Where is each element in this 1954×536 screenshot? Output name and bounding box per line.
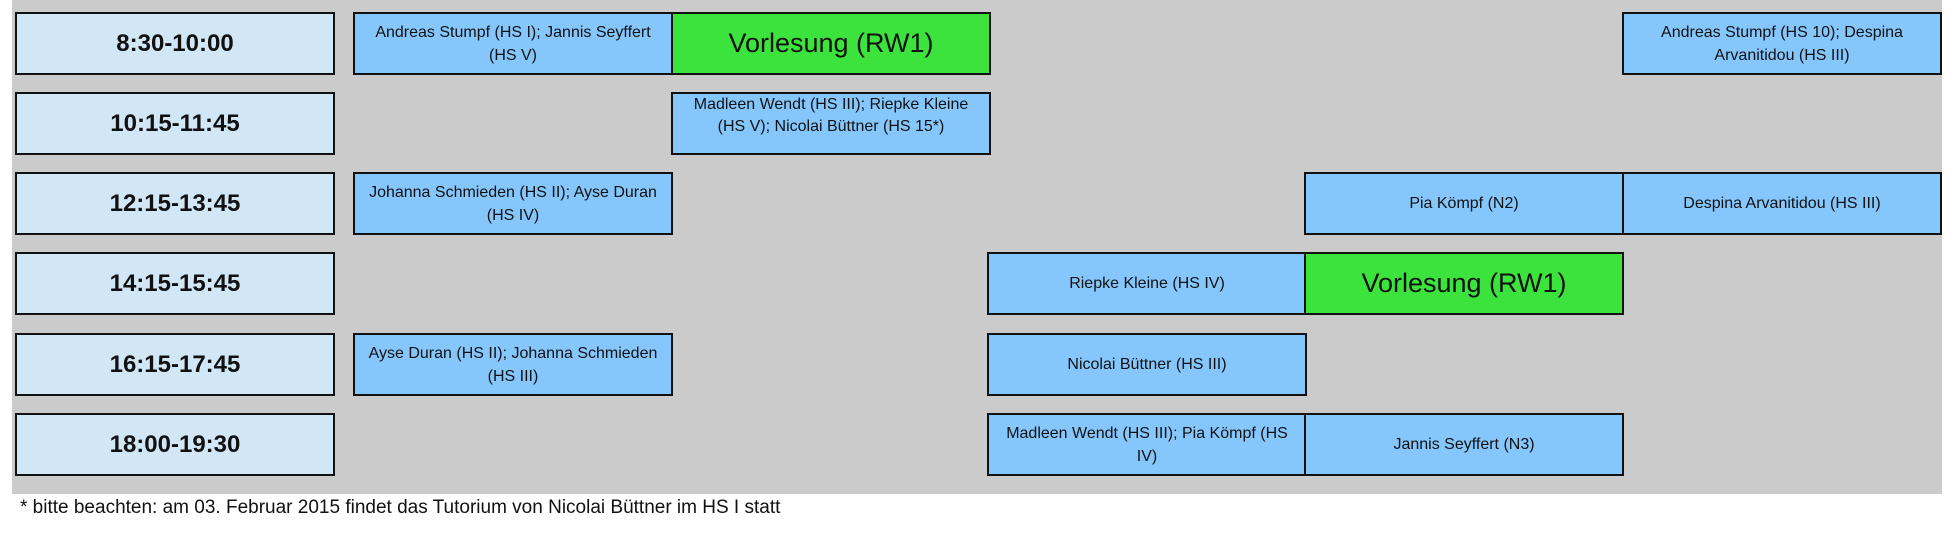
tutorial-cell: Madleen Wendt (HS III); Pia Kömpf (HS IV… [987, 413, 1307, 476]
tutorial-cell: Riepke Kleine (HS IV) [987, 252, 1307, 315]
tutorial-cell: Johanna Schmieden (HS II); Ayse Duran (H… [353, 172, 673, 235]
footnote: * bitte beachten: am 03. Februar 2015 fi… [20, 497, 781, 518]
tutorial-cell: Madleen Wendt (HS III); Riepke Kleine (H… [671, 92, 991, 155]
lecture-cell: Vorlesung (RW1) [671, 12, 991, 75]
time-slot-3: 12:15-13:45 [15, 172, 335, 235]
tutorial-cell: Despina Arvanitidou (HS III) [1622, 172, 1942, 235]
tutorial-cell: Andreas Stumpf (HS 10); Despina Arvaniti… [1622, 12, 1942, 75]
time-slot-1: 8:30-10:00 [15, 12, 335, 75]
tutorial-cell: Pia Kömpf (N2) [1304, 172, 1624, 235]
lecture-cell: Vorlesung (RW1) [1304, 252, 1624, 315]
tutorial-cell: Nicolai Büttner (HS III) [987, 333, 1307, 396]
tutorial-cell: Jannis Seyffert (N3) [1304, 413, 1624, 476]
time-slot-6: 18:00-19:30 [15, 413, 335, 476]
tutorial-cell: Ayse Duran (HS II); Johanna Schmieden (H… [353, 333, 673, 396]
timetable-grid: 8:30-10:00 10:15-11:45 12:15-13:45 14:15… [12, 0, 1942, 494]
time-slot-5: 16:15-17:45 [15, 333, 335, 396]
time-slot-4: 14:15-15:45 [15, 252, 335, 315]
time-slot-2: 10:15-11:45 [15, 92, 335, 155]
tutorial-cell: Andreas Stumpf (HS I); Jannis Seyffert (… [353, 12, 673, 75]
